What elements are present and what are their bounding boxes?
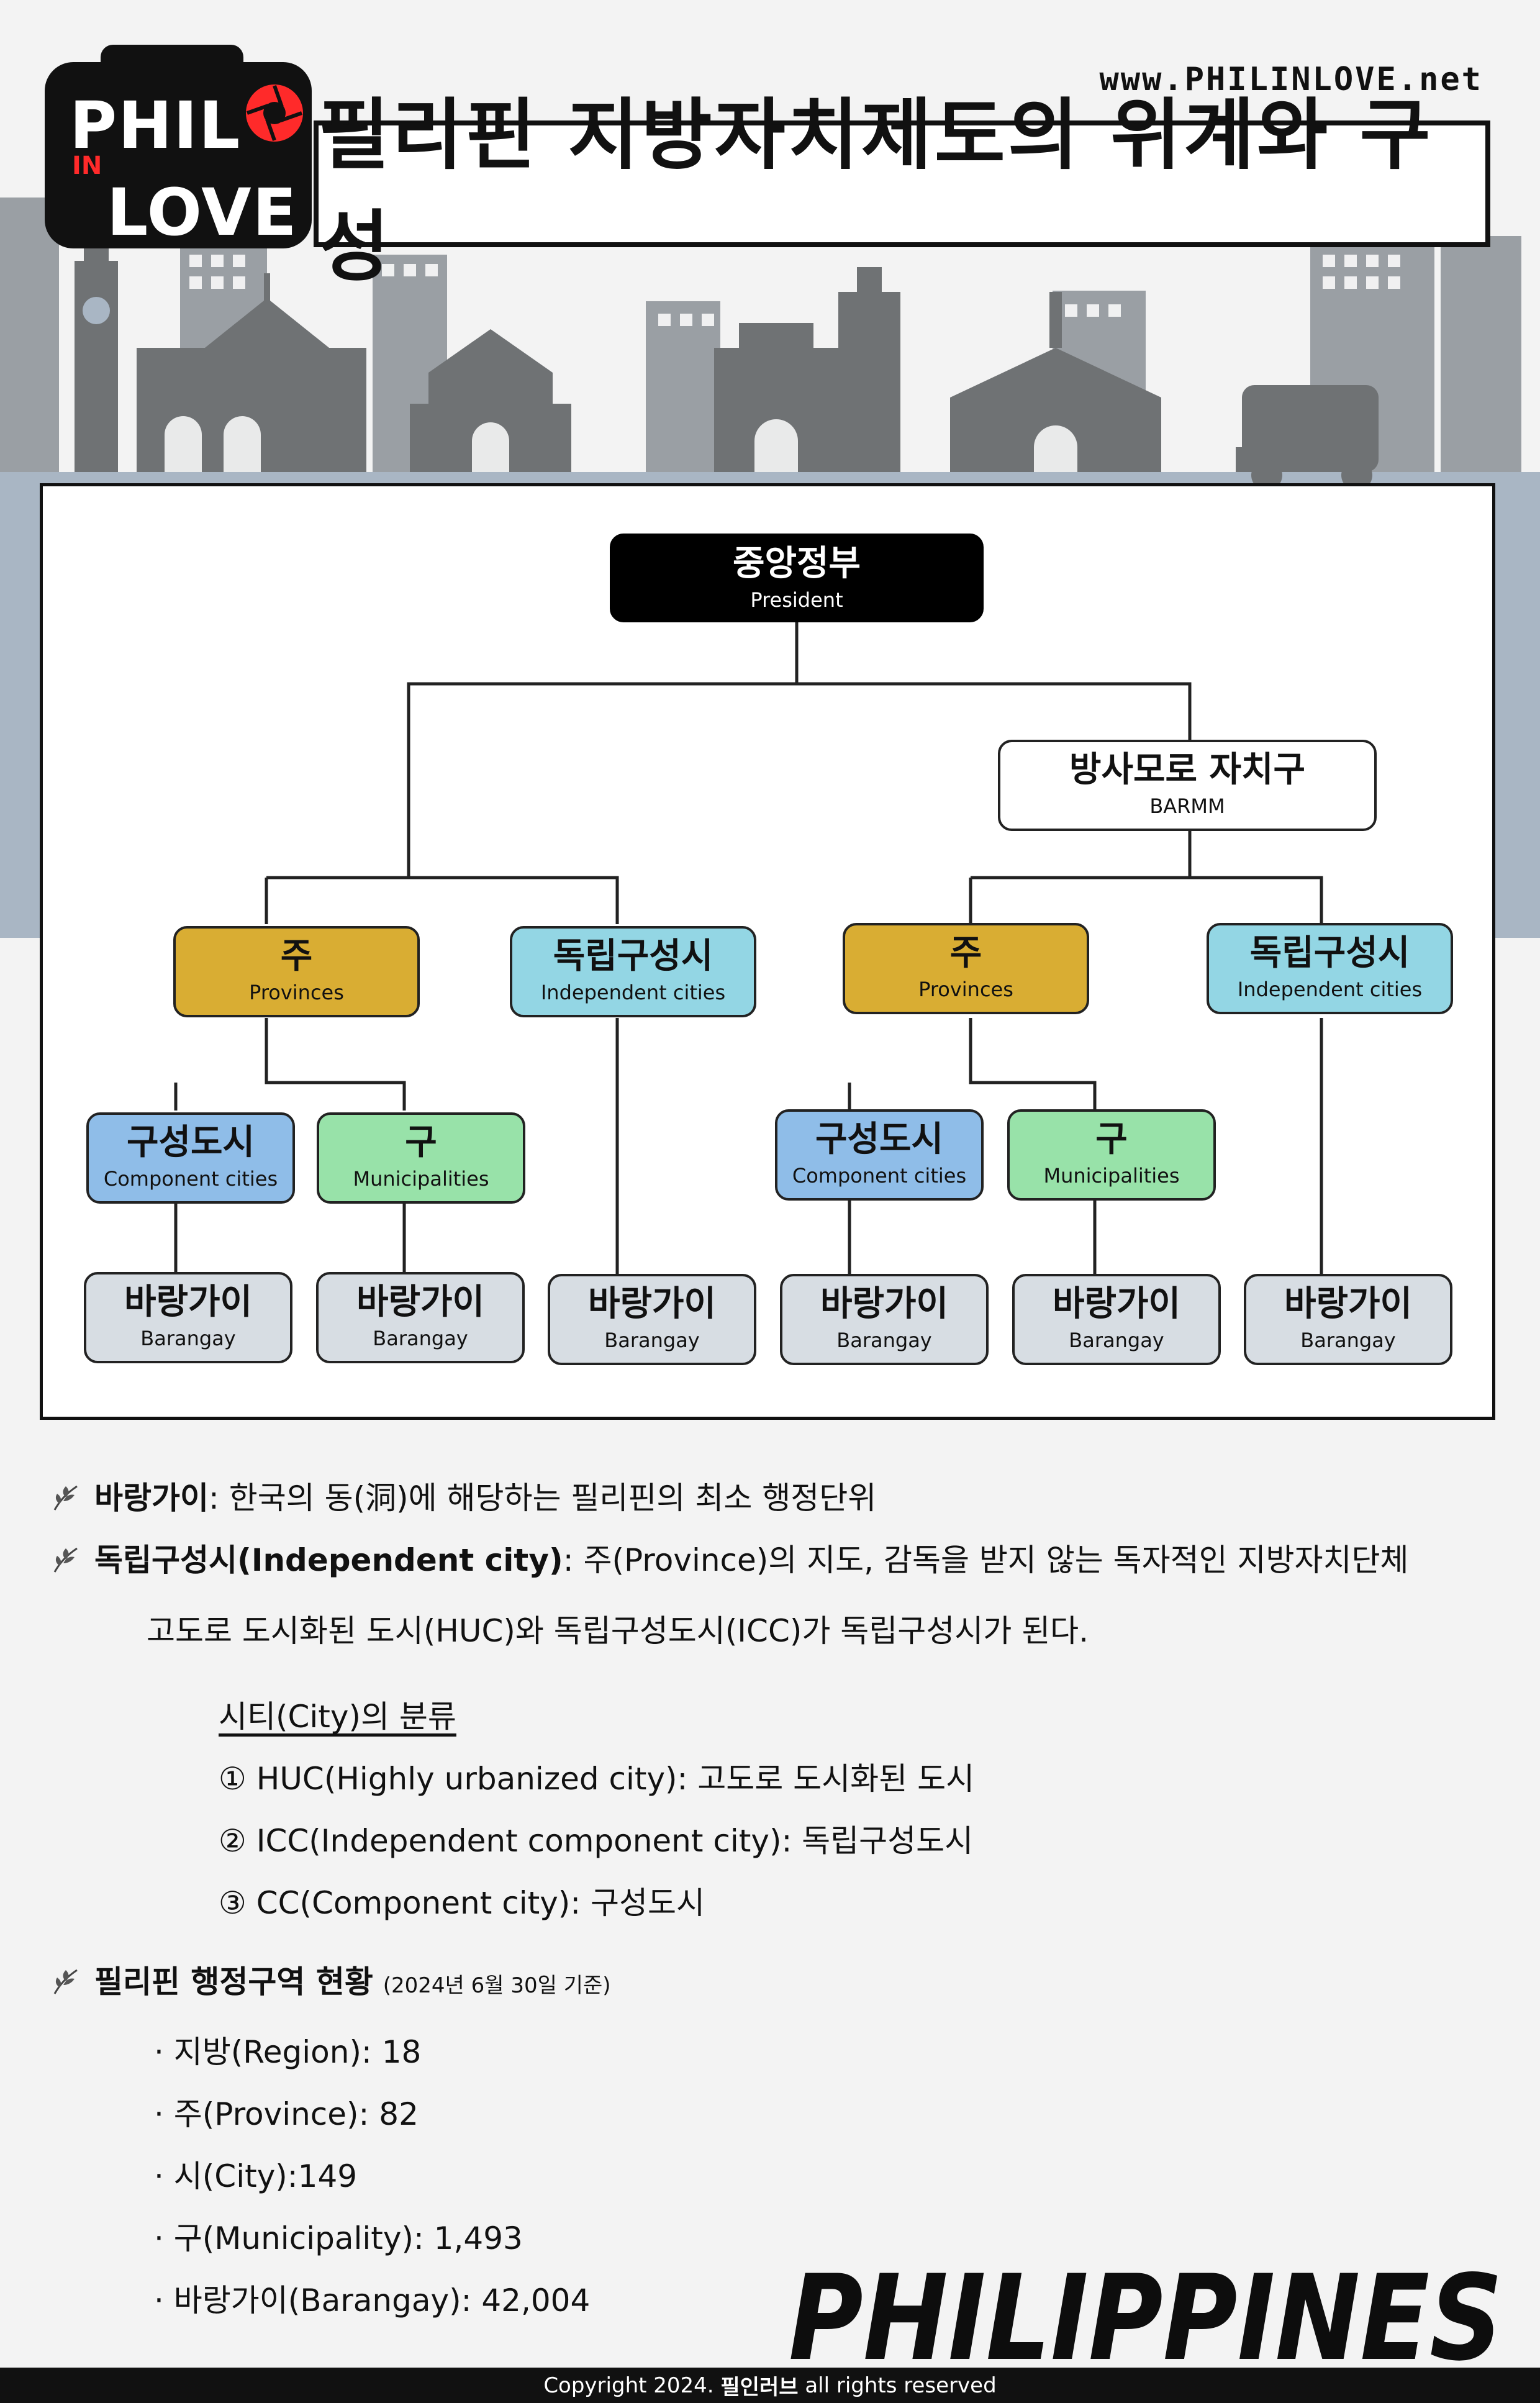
- site-url[interactable]: www.PHILINLOVE.net: [1099, 61, 1483, 98]
- note-barangay: 바랑가이: 한국의 동(洞)에 해당하는 필리핀의 최소 행정단위: [94, 1483, 876, 1514]
- node-left-provinces-en: Provinces: [249, 980, 344, 1004]
- node-barangay-en: Barangay: [604, 1328, 700, 1352]
- note-barangay-term: 바랑가이: [94, 1480, 209, 1516]
- status-item: · 바랑가이(Barangay): 42,004: [154, 2283, 591, 2319]
- node-barangay-6: 바랑가이 Barangay: [1244, 1274, 1452, 1365]
- node-barangay-ko: 바랑가이: [1052, 1284, 1181, 1324]
- node-right-municipalities-ko: 구: [1095, 1119, 1128, 1160]
- node-left-component-cities-en: Component cities: [103, 1166, 278, 1191]
- copyright-brand: 필인러브: [720, 2375, 799, 2400]
- node-barangay-3: 바랑가이 Barangay: [548, 1274, 756, 1365]
- page-title-box: 필리핀 지방자치제도의 위계와 구성: [314, 91, 1490, 292]
- node-right-independent-cities: 독립구성시 Independent cities: [1207, 923, 1453, 1014]
- node-right-provinces-en: Provinces: [918, 977, 1013, 1001]
- status-title: 필리핀 행정구역 현황: [94, 1964, 373, 2000]
- node-barangay-5: 바랑가이 Barangay: [1012, 1274, 1221, 1365]
- node-left-municipalities-ko: 구: [405, 1122, 437, 1163]
- node-left-independent-cities: 독립구성시 Independent cities: [510, 926, 756, 1017]
- philippines-wordmark-text: PHILIPPINES: [789, 2250, 1503, 2379]
- copyright-pre: Copyright 2024.: [543, 2373, 721, 2398]
- node-barangay-en: Barangay: [140, 1326, 236, 1350]
- city-class-title: 시티(City)의 분류: [219, 1699, 456, 1735]
- copyright-post: all rights reserved: [798, 2373, 997, 2398]
- node-left-provinces-ko: 주: [280, 936, 313, 976]
- node-barangay-ko: 바랑가이: [1284, 1284, 1413, 1324]
- page-title: 필리핀 지방자치제도의 위계와 구성: [319, 91, 1433, 292]
- leaf-bullet-icon: [53, 1547, 78, 1573]
- node-left-component-cities: 구성도시 Component cities: [86, 1112, 295, 1204]
- note-barangay-desc: : 한국의 동(洞)에 해당하는 필리핀의 최소 행정단위: [209, 1480, 877, 1516]
- status-item: · 지방(Region): 18: [154, 2034, 422, 2070]
- node-central-government: 중앙정부 President: [610, 534, 984, 622]
- node-central-government-ko: 중앙정부: [732, 543, 861, 584]
- status-item: · 시(City):149: [154, 2158, 358, 2194]
- node-barangay-1: 바랑가이 Barangay: [84, 1272, 292, 1363]
- note-independent-term: 독립구성시(Independent city): [94, 1542, 563, 1578]
- camera-aperture-icon: [246, 84, 303, 142]
- node-barangay-ko: 바랑가이: [587, 1284, 717, 1324]
- note-independent-city: 독립구성시(Independent city): 주(Province)의 지도…: [94, 1545, 1409, 1576]
- node-barangay-en: Barangay: [373, 1326, 468, 1350]
- brand-logo: PHIL IN LOVE: [45, 45, 312, 250]
- logo-text-in: IN: [72, 152, 102, 180]
- node-left-municipalities-en: Municipalities: [353, 1166, 489, 1191]
- note-independent-desc: : 주(Province)의 지도, 감독을 받지 않는 독자적인 지방자치단체: [563, 1542, 1409, 1578]
- node-barangay-ko: 바랑가이: [820, 1284, 949, 1324]
- node-left-municipalities: 구 Municipalities: [317, 1112, 525, 1204]
- node-right-independent-cities-ko: 독립구성시: [1249, 933, 1410, 973]
- node-barangay-ko: 바랑가이: [124, 1282, 253, 1322]
- status-item: · 주(Province): 82: [154, 2096, 419, 2132]
- logo-text-phil: PHIL: [70, 88, 242, 163]
- leaf-bullet-icon: [53, 1969, 78, 1994]
- node-right-component-cities-en: Component cities: [792, 1163, 967, 1188]
- node-right-component-cities-ko: 구성도시: [815, 1119, 944, 1160]
- city-class-item: ③ CC(Component city): 구성도시: [219, 1885, 705, 1921]
- node-left-provinces: 주 Provinces: [173, 926, 420, 1017]
- connector-lines: [174, 621, 1323, 1274]
- node-right-provinces: 주 Provinces: [843, 923, 1089, 1014]
- philippines-wordmark: PHILIPPINES: [789, 2250, 1503, 2379]
- node-barangay-4: 바랑가이 Barangay: [780, 1274, 989, 1365]
- node-right-provinces-ko: 주: [949, 933, 982, 973]
- node-left-component-cities-ko: 구성도시: [126, 1122, 255, 1163]
- status-date: (2024년 6월 30일 기준): [383, 1973, 611, 1998]
- node-barangay-en: Barangay: [1069, 1328, 1164, 1352]
- node-barangay-2: 바랑가이 Barangay: [316, 1272, 525, 1363]
- node-barmm-en: BARMM: [1149, 794, 1225, 818]
- logo-text-love: LOVE: [107, 175, 298, 250]
- node-right-municipalities: 구 Municipalities: [1007, 1109, 1216, 1201]
- node-left-independent-cities-en: Independent cities: [540, 980, 726, 1004]
- city-class-item: ① HUC(Highly urbanized city): 고도로 도시화된 도…: [219, 1761, 975, 1797]
- node-left-independent-cities-ko: 독립구성시: [553, 936, 713, 976]
- node-barmm: 방사모로 자치구 BARMM: [998, 740, 1377, 831]
- status-item: · 구(Municipality): 1,493: [154, 2220, 523, 2256]
- node-right-component-cities: 구성도시 Component cities: [775, 1109, 984, 1201]
- node-central-government-en: President: [750, 588, 843, 612]
- footer-copyright: Copyright 2024. 필인러브 all rights reserved: [0, 2368, 1540, 2403]
- node-barangay-en: Barangay: [836, 1328, 932, 1352]
- city-class-item: ② ICC(Independent component city): 독립구성도…: [219, 1823, 974, 1859]
- node-barmm-ko: 방사모로 자치구: [1069, 750, 1306, 790]
- leaf-bullet-icon: [53, 1485, 78, 1510]
- hierarchy-diagram: 중앙정부 President 방사모로 자치구 BARMM 주 Province…: [40, 483, 1495, 1420]
- node-right-municipalities-en: Municipalities: [1043, 1163, 1180, 1188]
- status-heading: 필리핀 행정구역 현황 (2024년 6월 30일 기준): [94, 1966, 611, 1997]
- node-barangay-en: Barangay: [1300, 1328, 1396, 1352]
- node-barangay-ko: 바랑가이: [356, 1282, 485, 1322]
- note-independent-desc2: 고도로 도시화된 도시(HUC)와 독립구성도시(ICC)가 독립구성시가 된다…: [147, 1613, 1089, 1649]
- node-right-independent-cities-en: Independent cities: [1237, 977, 1423, 1001]
